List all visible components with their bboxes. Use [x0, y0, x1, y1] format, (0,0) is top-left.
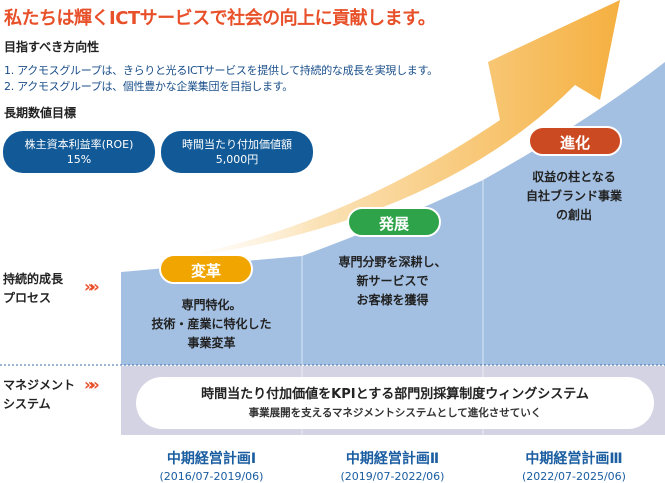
wing-sub: 事業展開を支えるマネジメントシステムとして進化させていく — [248, 407, 542, 419]
direction-item: 2. アクモスグループは、個性豊かな企業集団を目指します。 — [4, 80, 293, 93]
kpi-label: 株主資本利益率(ROE) — [24, 138, 134, 151]
chevron-right-icon: »» — [84, 277, 100, 296]
kpi-value: 15% — [66, 153, 92, 166]
kpi-roe: 株主資本利益率(ROE) 15% — [3, 131, 155, 173]
growth-row-label: 持続的成長プロセス — [3, 272, 64, 305]
targets-heading: 長期数値目標 — [4, 106, 77, 120]
direction-item: 1. アクモスグループは、きらりと光るICTサービスを提供して持続的な成長を実現… — [4, 64, 438, 77]
kpi-value-added: 時間当たり付加価値額 5,000円 — [161, 131, 313, 173]
kpi-label: 時間当たり付加価値額 — [182, 138, 292, 151]
management-row-label: マネジメントシステム — [3, 378, 76, 411]
phase-badge-reform: 変革 — [159, 254, 253, 284]
phase-desc: 専門分野を深耕し、新サービスでお客様を獲得 — [338, 255, 447, 307]
plan-1: 中期経営計画Ⅰ(2016/07-2019/06) — [159, 451, 264, 483]
growth-arrow — [150, 0, 620, 262]
phase-desc: 専門特化。技術・産業に特化した事業変革 — [151, 298, 272, 350]
chevron-right-icon: »» — [84, 375, 100, 394]
kpi-value: 5,000円 — [215, 153, 259, 166]
page-title: 私たちは輝くICTサービスで社会の向上に貢献します。 — [4, 8, 436, 29]
direction-heading: 目指すべき方向性 — [4, 40, 100, 54]
wing-main: 時間当たり付加価値をKPIとする部門別採算制度ウィングシステム — [201, 387, 589, 402]
growth-area — [121, 62, 665, 365]
phase-desc: 収益の柱となる自社ブランド事業の創出 — [525, 170, 622, 222]
wing-system-box: 時間当たり付加価値をKPIとする部門別採算制度ウィングシステム 事業展開を支える… — [136, 377, 654, 429]
phase-badge-development: 発展 — [347, 207, 441, 237]
plan-3: 中期経営計画Ⅲ(2022/07-2025/06) — [522, 451, 626, 483]
phase-badge-evolution: 進化 — [528, 126, 622, 156]
plan-2: 中期経営計画Ⅱ(2019/07-2022/06) — [340, 451, 445, 483]
